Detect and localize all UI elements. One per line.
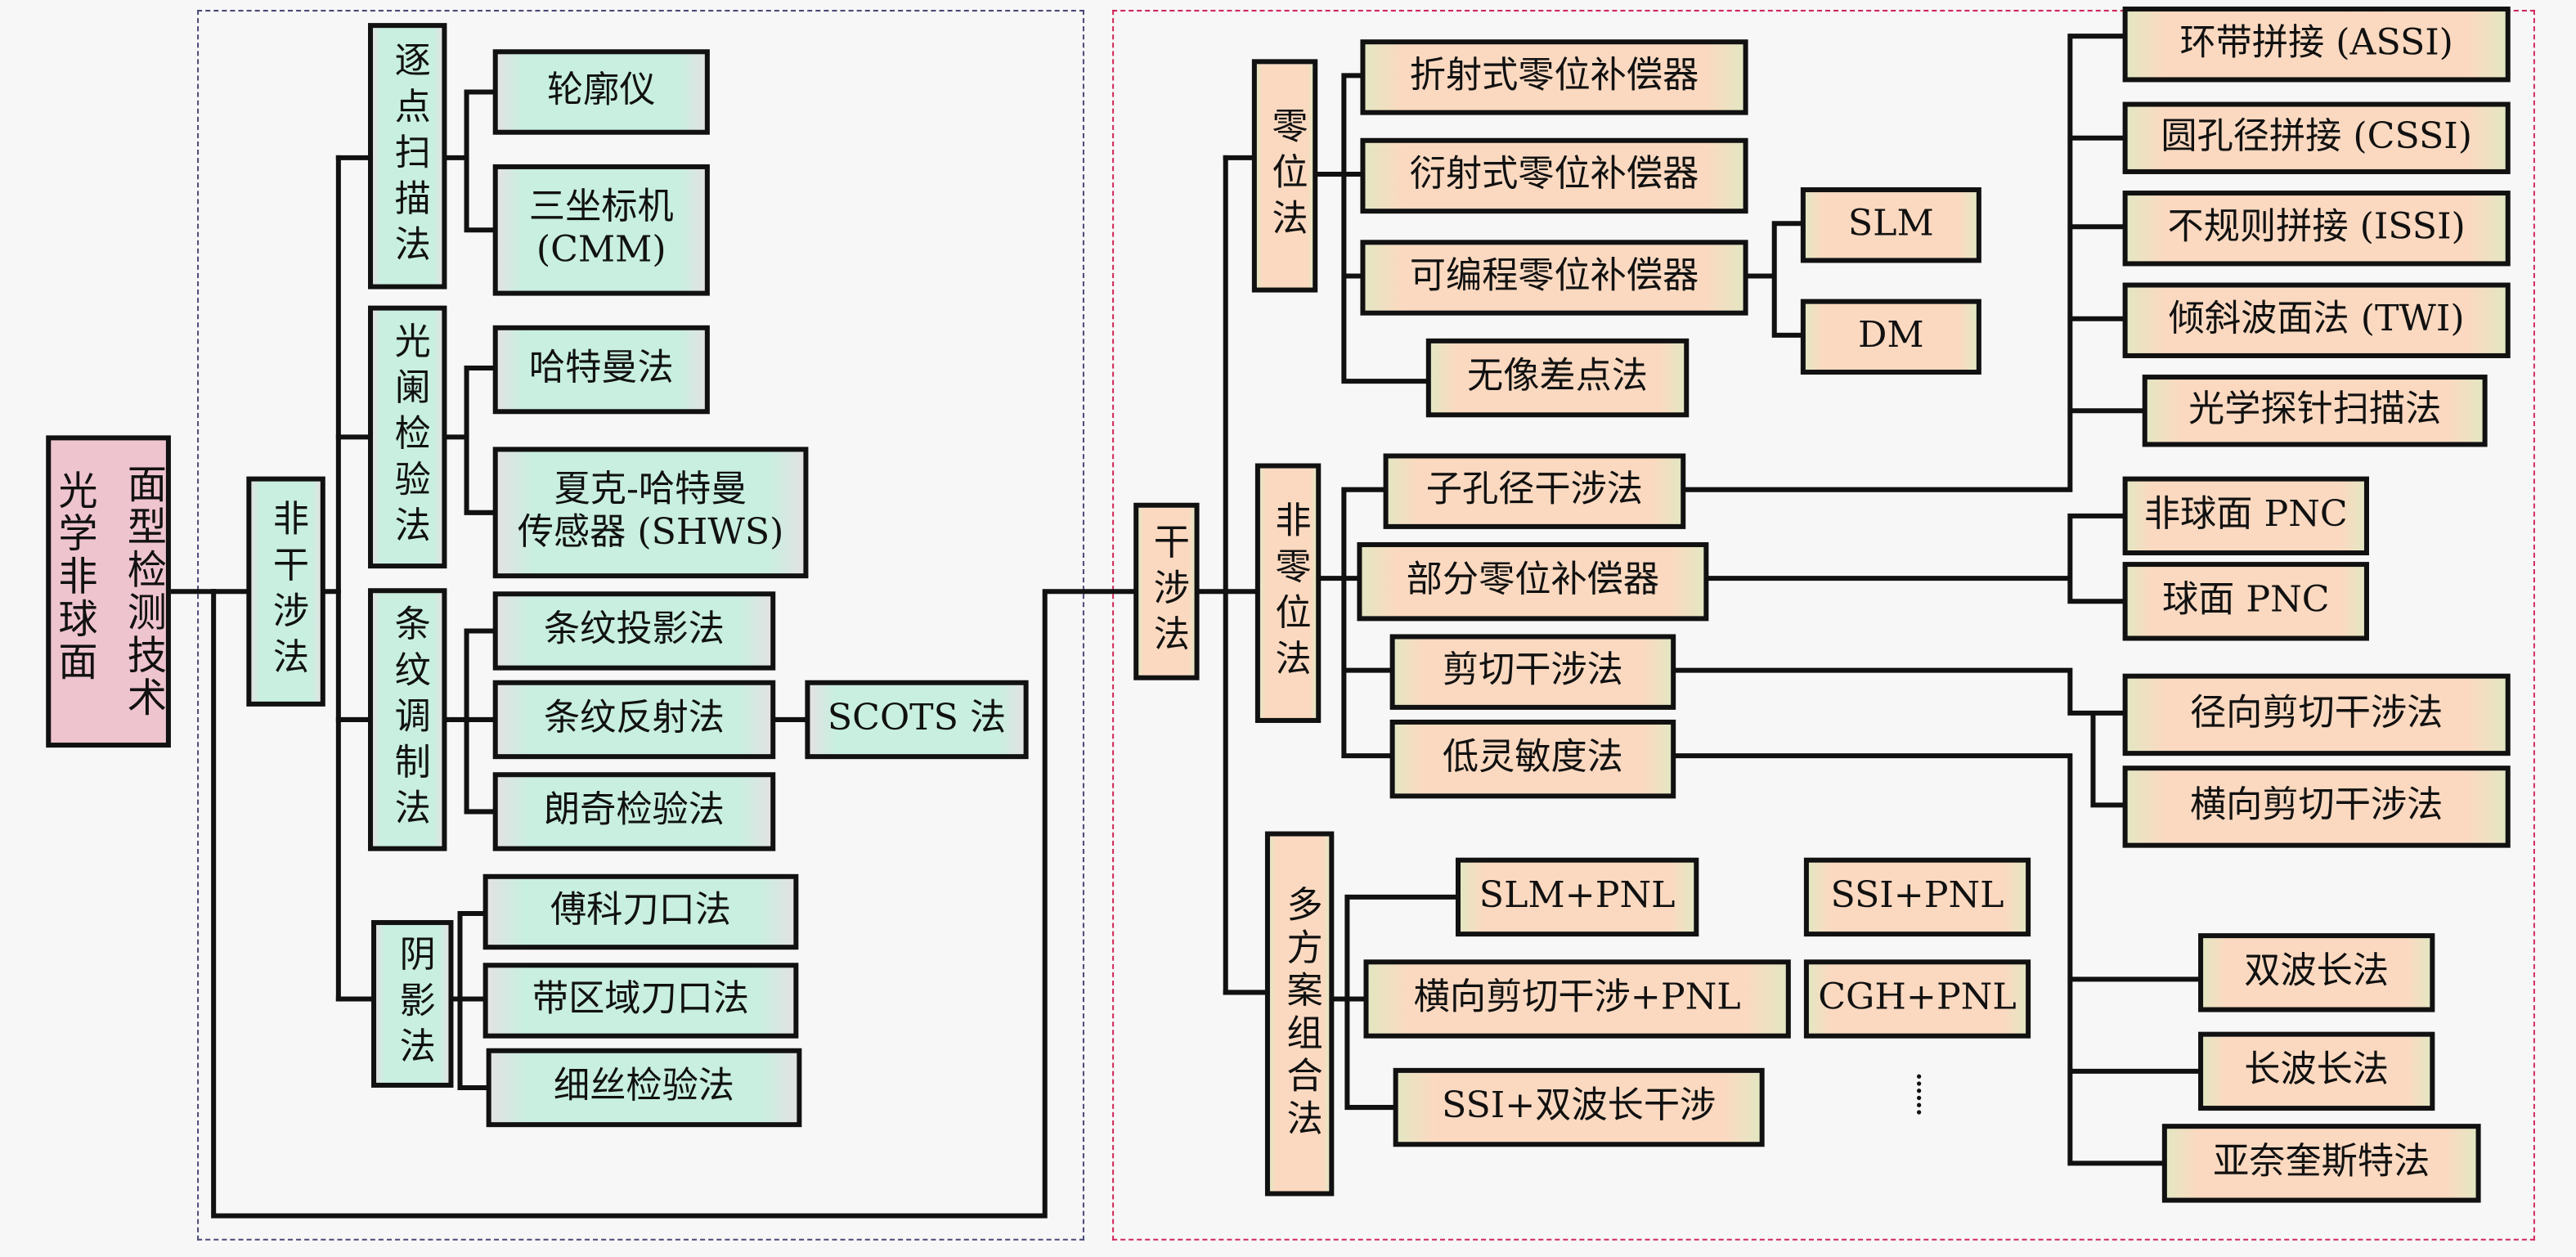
node-diffractive-null[interactable]: 衍射式零位补偿器: [1360, 137, 1748, 214]
node-refractive-null[interactable]: 折射式零位补偿器: [1360, 39, 1748, 115]
node-twi[interactable]: 倾斜波面法 (TWI): [2122, 282, 2511, 358]
node-low-sensitivity[interactable]: 低灵敏度法: [1389, 719, 1676, 799]
connector: [451, 910, 489, 1090]
connector: [444, 89, 496, 233]
node-aberration-free-point[interactable]: 无像差点法: [1425, 338, 1690, 418]
node-hartmann[interactable]: 哈特曼法: [492, 325, 710, 415]
node-aperture-test[interactable]: 光阑检验法: [368, 305, 447, 569]
connector: [335, 155, 375, 1002]
connector: [1673, 667, 2125, 808]
node-shearing[interactable]: 剪切干涉法: [1389, 634, 1676, 710]
connector: [1706, 513, 2125, 604]
connector: [1223, 155, 1268, 995]
node-fringe-projection[interactable]: 条纹投影法: [492, 591, 776, 671]
node-cmm[interactable]: 三坐标机 (CMM): [492, 164, 710, 296]
node-sub-nyquist[interactable]: 亚奈奎斯特法: [2161, 1124, 2481, 1203]
connector: [1673, 753, 2201, 1166]
node-point-scanning[interactable]: 逐点扫描法: [368, 23, 447, 290]
node-null-method[interactable]: 零位法: [1251, 59, 1318, 293]
node-radial-shearing[interactable]: 径向剪切干涉法: [2122, 673, 2511, 756]
root-label-line1: 光学非球面: [51, 469, 97, 684]
node-shadow-method[interactable]: 阴影法: [371, 920, 454, 1088]
node-issi[interactable]: 不规则拼接 (ISSI): [2122, 191, 2511, 267]
connector: [444, 628, 496, 815]
node-programmable-null[interactable]: 可编程零位补偿器: [1360, 240, 1748, 316]
node-lateral-shearing-pnl[interactable]: 横向剪切干涉+PNL: [1363, 959, 1791, 1039]
node-lateral-shearing[interactable]: 横向剪切干涉法: [2122, 765, 2511, 848]
node-fringe-reflection[interactable]: 条纹反射法: [492, 680, 776, 760]
node-long-wavelength[interactable]: 长波长法: [2198, 1031, 2435, 1111]
node-slm[interactable]: SLM: [1800, 187, 1981, 263]
node-interference[interactable]: 干涉法: [1133, 502, 1200, 680]
node-spherical-pnc[interactable]: 球面 PNC: [2122, 562, 2369, 641]
node-non-interference[interactable]: 非干涉法: [246, 476, 325, 707]
node-partial-null[interactable]: 部分零位补偿器: [1357, 541, 1709, 622]
node-zonal-knife-edge[interactable]: 带区域刀口法: [482, 963, 799, 1039]
connector: [1745, 221, 1803, 338]
more-items-ellipsis: ······: [1899, 1071, 1939, 1115]
node-assi[interactable]: 环带拼接 (ASSI): [2122, 7, 2511, 83]
node-wire-test[interactable]: 细丝检验法: [486, 1048, 802, 1128]
node-non-null-method[interactable]: 非零位法: [1254, 463, 1322, 723]
node-ssi-dual-wavelength[interactable]: SSI+双波长干涉: [1393, 1067, 1765, 1147]
non-interference-region-border: [197, 10, 1084, 1241]
node-aspheric-pnc[interactable]: 非球面 PNC: [2122, 476, 2369, 556]
connector: [211, 589, 1137, 1219]
node-dual-wavelength[interactable]: 双波长法: [2198, 933, 2435, 1012]
connector: [1318, 487, 1393, 759]
node-ronchi-test[interactable]: 朗奇检验法: [492, 772, 776, 851]
interference-region-border: [1112, 10, 2535, 1241]
node-slm-pnl[interactable]: SLM+PNL: [1455, 857, 1699, 937]
node-ssi-pnl[interactable]: SSI+PNL: [1803, 857, 2031, 937]
root-label-line2: 面型检测技术: [119, 463, 166, 720]
connector: [444, 366, 496, 515]
node-shws[interactable]: 夏克-哈特曼 传感器 (SHWS): [492, 447, 809, 579]
node-profilometer[interactable]: 轮廓仪: [492, 49, 710, 135]
connector: [1683, 34, 2145, 492]
node-optical-probe-scan[interactable]: 光学探针扫描法: [2142, 375, 2488, 447]
node-scots[interactable]: SCOTS 法: [805, 680, 1029, 760]
node-fringe-modulation[interactable]: 条纹调制法: [368, 588, 447, 851]
node-cgh-pnl[interactable]: CGH+PNL: [1803, 959, 2031, 1039]
connector: [1315, 73, 1429, 384]
node-combined-method[interactable]: 多方案组合法: [1264, 831, 1335, 1196]
node-cssi[interactable]: 圆孔径拼接 (CSSI): [2122, 101, 2511, 174]
connector: [1331, 894, 1458, 1111]
root-node[interactable]: 面型检测技术 光学非球面: [46, 435, 171, 748]
node-subaperture[interactable]: 子孔径干涉法: [1383, 453, 1686, 529]
node-dm[interactable]: DM: [1800, 299, 1981, 375]
node-foucault-knife-edge[interactable]: 傅科刀口法: [482, 873, 799, 950]
